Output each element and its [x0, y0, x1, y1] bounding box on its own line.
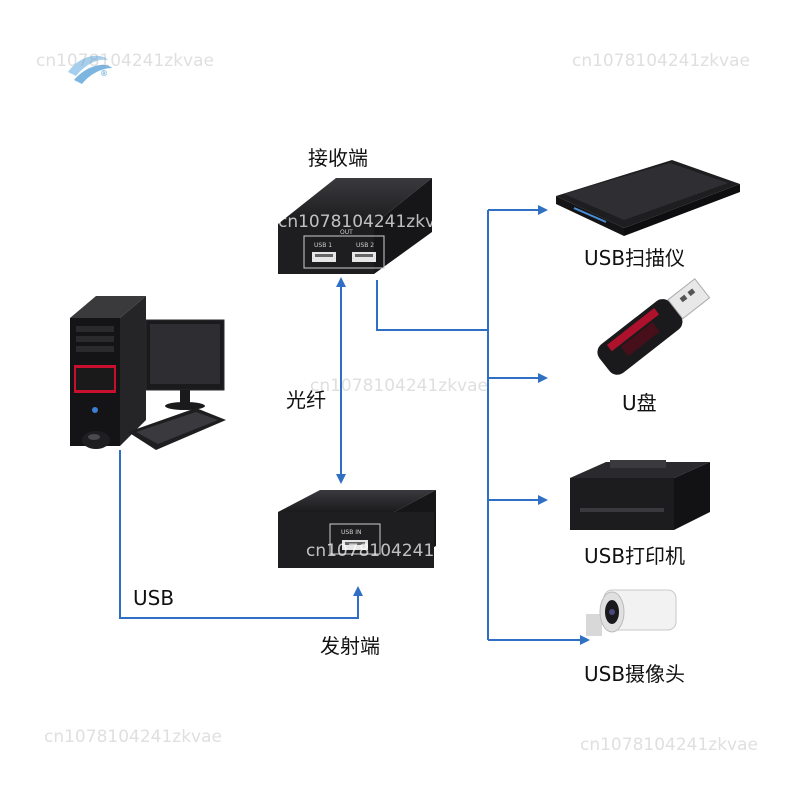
usb-link-label: USB [133, 586, 175, 610]
receiver-port1-label: USB 1 [314, 242, 332, 249]
watermark-layer: cn1078104241zkvae cn1078104241zkvae cn10… [36, 51, 758, 755]
fiber-label: 光纤 [286, 388, 326, 412]
camera-label: USB摄像头 [584, 662, 686, 686]
receiver-port2-label: USB 2 [356, 242, 374, 249]
transmitter-port-label: USB IN [341, 529, 361, 536]
transmitter-label: 发射端 [320, 634, 380, 658]
printer-label: USB打印机 [584, 544, 686, 568]
svg-text:®: ® [100, 69, 108, 78]
receiver-bus-line [376, 280, 488, 331]
receiver-out-label: OUT [340, 229, 353, 236]
usb-drive-icon [597, 278, 711, 375]
scanner-icon [556, 160, 740, 236]
watermark-text: cn1078104241zkvae [306, 541, 484, 561]
usb-line [119, 450, 363, 619]
connection-lines [119, 205, 590, 645]
printer-icon [570, 460, 710, 530]
logo-icon: ® [68, 55, 112, 84]
watermark-text: cn1078104241zkvae [278, 212, 456, 232]
camera-icon [586, 589, 677, 636]
watermark-text: cn1078104241zkvae [44, 727, 222, 747]
watermark-text: cn1078104241zkvae [310, 376, 488, 396]
udisk-label: U盘 [622, 391, 657, 415]
transmitter-device-icon: USB IN [278, 490, 436, 568]
scanner-label: USB扫描仪 [584, 246, 686, 270]
computer-icon [70, 296, 226, 450]
watermark-text: cn1078104241zkvae [580, 735, 758, 755]
receiver-label: 接收端 [308, 146, 368, 170]
receiver-device-icon: OUT USB 1 USB 2 [278, 178, 432, 274]
watermark-text: cn1078104241zkvae [572, 51, 750, 71]
watermark-text: cn1078104241zkvae [36, 51, 214, 71]
